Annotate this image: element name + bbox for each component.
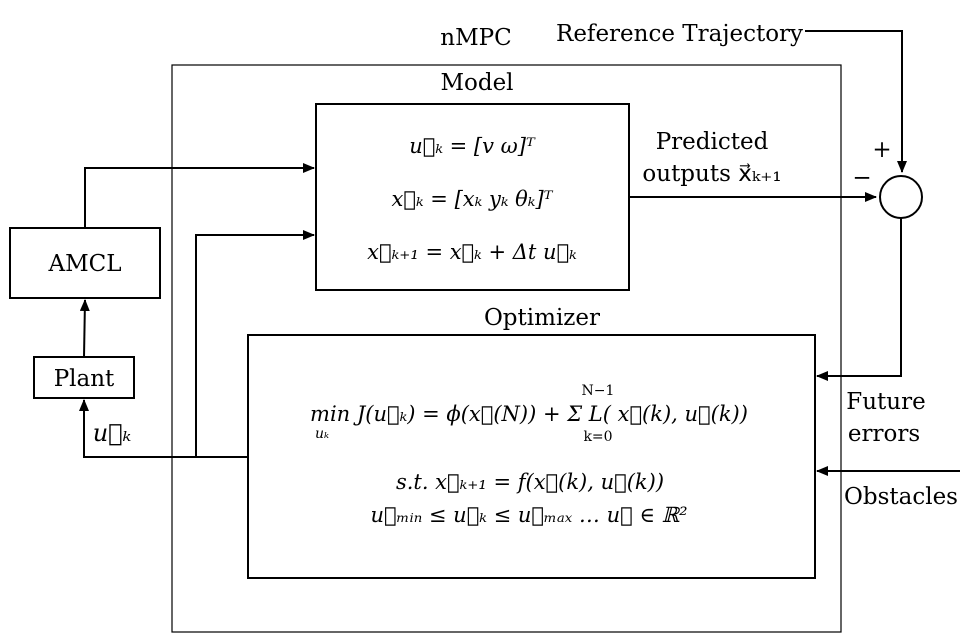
plant-to-amcl-arrow [79, 299, 90, 358]
plus-sign: + [872, 137, 891, 163]
obstacles-label: Obstacles [844, 484, 958, 510]
optimizer-constraint-bounds: u⃗ₘᵢₙ ≤ u⃗ₖ ≤ u⃗ₘₐₓ … u⃗ ∈ ℝ² [370, 503, 687, 527]
predicted-outputs-line1: Predicted [656, 129, 769, 155]
future-errors-line2: errors [848, 421, 920, 447]
optimizer-block [247, 334, 816, 579]
nmpc-container [171, 64, 842, 633]
nmpc-title: nMPC [440, 25, 511, 51]
amcl-label: AMCL [47, 251, 121, 277]
model-block [315, 103, 630, 291]
reference-arrow [805, 30, 907, 173]
model-title: Model [440, 70, 513, 96]
control-to-plant-arrow [79, 399, 248, 458]
model-eq-state: x⃗ₖ = [xₖ yₖ θₖ]ᵀ [392, 187, 554, 211]
control-to-model-arrow [195, 230, 315, 457]
plant-block [33, 356, 135, 399]
predicted-outputs-line2: outputs x⃗ₖ₊₁ [642, 161, 781, 187]
amcl-to-model-arrow [84, 163, 315, 228]
plant-label: Plant [54, 366, 115, 392]
model-eq-control: u⃗ₖ = [v ω]ᵀ [409, 134, 536, 158]
minus-sign: − [852, 165, 871, 191]
sum-lower-limit: k=0 [583, 429, 612, 445]
sum-upper-limit: N−1 [582, 383, 615, 399]
optimizer-cost: min J(u⃗ₖ) = ϕ(x⃗(N)) + Σ L( x⃗(k), u⃗(k… [310, 402, 748, 426]
control-input-label: u⃗ₖ [93, 419, 132, 447]
optimizer-constraint-dynamics: s.t. x⃗ₖ₊₁ = f(x⃗(k), u⃗(k)) [396, 470, 664, 494]
model-eq-dynamics: x⃗ₖ₊₁ = x⃗ₖ + Δt u⃗ₖ [367, 240, 577, 264]
summing-junction [879, 175, 923, 219]
error-feedback-arrow [816, 218, 902, 381]
future-errors-line1: Future [846, 389, 925, 415]
reference-trajectory-label: Reference Trajectory [556, 21, 803, 47]
optimizer-title: Optimizer [484, 305, 600, 331]
optimizer-cost-sub: uₖ [315, 426, 329, 442]
